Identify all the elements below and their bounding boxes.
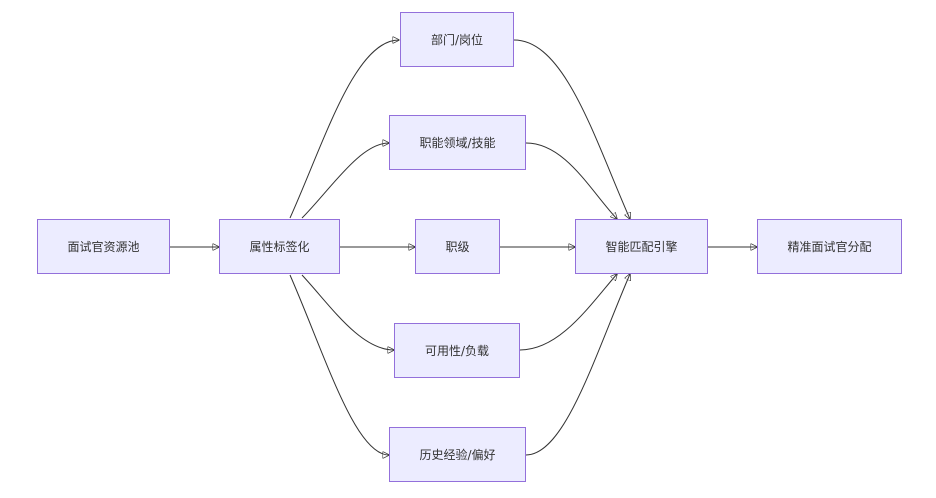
- node-precise-assignment: 精准面试官分配: [757, 219, 902, 274]
- node-attribute-tagging: 属性标签化: [219, 219, 340, 274]
- node-function-skill: 职能领域/技能: [389, 115, 526, 170]
- node-job-level: 职级: [415, 219, 500, 274]
- node-matching-engine: 智能匹配引擎: [575, 219, 708, 274]
- edge-dept-to-engine: [513, 39, 630, 219]
- node-department-position: 部门/岗位: [400, 12, 514, 67]
- edge-tagging-to-avail: [301, 274, 394, 350]
- edge-tagging-to-history: [289, 274, 389, 455]
- edge-avail-to-engine: [519, 274, 617, 351]
- edge-history-to-engine: [525, 274, 630, 456]
- edge-skill-to-engine: [525, 142, 617, 219]
- node-availability-load: 可用性/负载: [394, 323, 520, 378]
- node-history-preference: 历史经验/偏好: [389, 427, 526, 482]
- edge-tagging-to-dept: [289, 40, 399, 219]
- edge-tagging-to-skill: [301, 143, 389, 219]
- node-interviewer-pool: 面试官资源池: [37, 219, 170, 274]
